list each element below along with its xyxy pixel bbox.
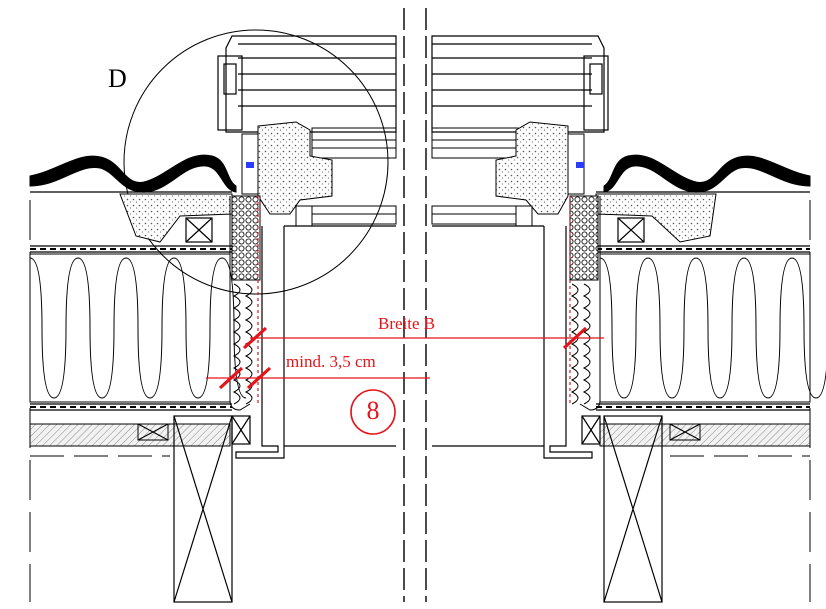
vapor-barrier [30, 248, 810, 408]
lining-wave [229, 196, 601, 411]
position-circle [350, 389, 396, 435]
insulation-right [599, 253, 826, 403]
break-lines [403, 8, 427, 602]
insulation-left [29, 253, 247, 403]
detail-circle [123, 29, 389, 295]
mortar-bed [119, 193, 717, 243]
window-frame [217, 35, 609, 133]
inner-lining [235, 225, 593, 459]
rafters [173, 217, 663, 603]
min-distance-label: mind. 3,5 cm [286, 352, 376, 371]
glazing [311, 127, 519, 225]
width-dimension-label: Breite B [378, 314, 436, 333]
sash-profiles [241, 121, 585, 227]
ceiling-boards [30, 191, 810, 411]
detail-marker-label: D [108, 64, 127, 93]
wall-dashes [29, 200, 811, 602]
roof-tiles [29, 154, 811, 193]
dimension-lines [206, 196, 604, 435]
lining-foam [231, 195, 599, 281]
position-number: 8 [366, 396, 380, 425]
ceiling-lower [29, 423, 811, 457]
